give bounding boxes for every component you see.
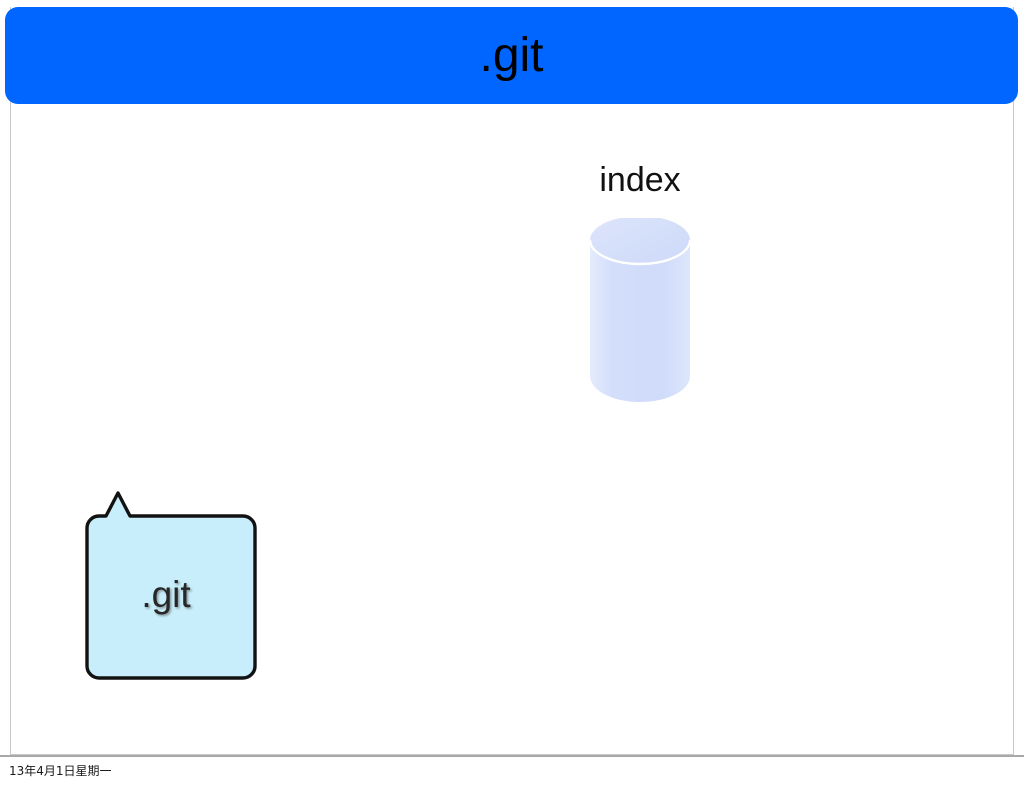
footer-date: 13年4月1日星期一 [9, 764, 112, 778]
git-folder-group[interactable]: .git [76, 482, 272, 687]
index-cylinder-group[interactable]: index [540, 160, 740, 420]
database-cylinder-icon [588, 218, 692, 402]
slide-title: .git [479, 29, 544, 82]
slide-title-bar: .git [5, 7, 1018, 104]
footer-divider [0, 755, 1024, 757]
index-cylinder-label: index [599, 161, 681, 199]
folder-icon [85, 491, 257, 680]
